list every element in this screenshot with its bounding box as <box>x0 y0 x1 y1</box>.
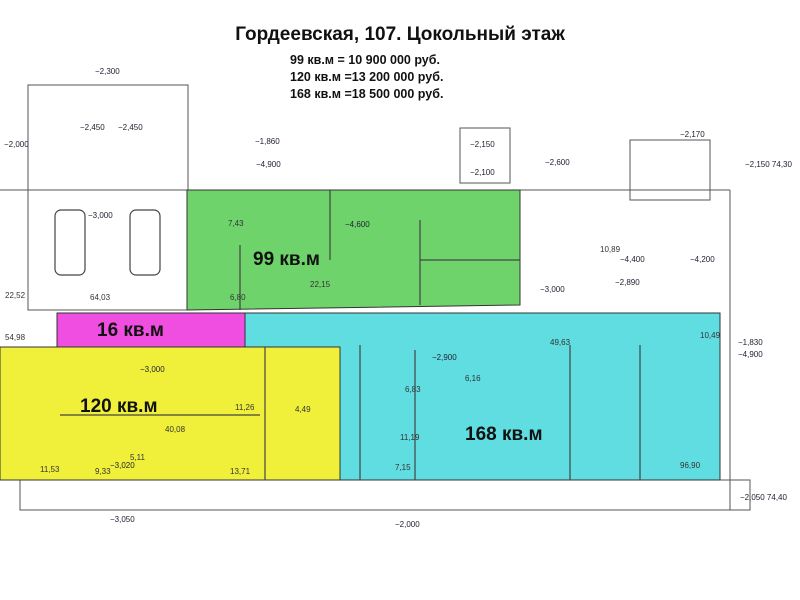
dimension-label: −2,890 <box>615 278 640 287</box>
room-area-label: 11,53 <box>40 465 60 474</box>
room-area-label: 49,63 <box>550 338 571 347</box>
dimension-label: −3,000 <box>540 285 565 294</box>
dimension-label: −2,900 <box>432 353 457 362</box>
zone-99[interactable] <box>186 189 521 311</box>
price-120: 120 кв.м =13 200 000 руб. <box>290 70 444 84</box>
dimension-label: −4,600 <box>345 220 370 229</box>
label-16: 16 кв.м <box>97 320 164 341</box>
label-168: 168 кв.м <box>465 424 543 445</box>
label-99: 99 кв.м <box>253 249 320 270</box>
car-icon <box>129 209 161 276</box>
dimension-labels: −2,300 −2,450 −2,450 −2,000 −1,860 −4,900 −2,1… <box>4 67 792 529</box>
zone-labels: 99 кв.м 16 кв.м 120 кв.м 168 кв.м <box>80 249 543 445</box>
price-168: 168 кв.м =18 500 000 руб. <box>290 87 444 101</box>
room-area-label: 22,52 <box>5 291 26 300</box>
room-area-label: 5,11 <box>130 453 146 462</box>
room-area-label: 22,15 <box>310 280 331 289</box>
dimension-label: −4,200 <box>690 255 715 264</box>
zone-120[interactable] <box>0 346 341 481</box>
label-120: 120 кв.м <box>80 396 158 417</box>
car-icon <box>54 209 86 276</box>
room-area-label: 6,80 <box>230 293 246 302</box>
room-area-label: 64,03 <box>90 293 111 302</box>
dimension-label: −3,000 <box>88 211 113 220</box>
dimension-label: −2,450 <box>118 123 143 132</box>
dimension-label: −2,000 <box>395 520 420 529</box>
dimension-label: −2,170 <box>680 130 705 139</box>
room-area-label: 9,33 <box>95 467 111 476</box>
dimension-label: −4,400 <box>620 255 645 264</box>
room-area-label: 6,16 <box>465 374 481 383</box>
dimension-label: −3,000 <box>140 365 165 374</box>
dimension-label: −2,000 <box>4 140 29 149</box>
dimension-label: −2,100 <box>470 168 495 177</box>
dimension-label: −1,860 <box>255 137 280 146</box>
room-area-label: 11,26 <box>235 403 255 412</box>
price-99: 99 кв.м = 10 900 000 руб. <box>290 53 440 67</box>
room-area-label: 7,15 <box>395 463 411 472</box>
room-area-label: 6,83 <box>405 385 421 394</box>
dimension-label: −3,050 <box>110 515 135 524</box>
area-labels: 64,03 22,52 54,98 7,43 22,15 6,80 10,89 49,63 10… <box>5 219 721 476</box>
room-area-label: 10,89 <box>600 245 621 254</box>
room-area-label: 4,49 <box>295 405 311 414</box>
dimension-label: −2,150 <box>470 140 495 149</box>
dimension-label: −1,830 <box>738 338 763 347</box>
garage-outline <box>27 84 189 311</box>
room-area-label: 96,90 <box>680 461 701 470</box>
dimension-label: −3,020 <box>110 461 135 470</box>
room-area-label: 54,98 <box>5 333 26 342</box>
price-list: 99 кв.м = 10 900 000 руб. 120 кв.м =13 2… <box>290 52 443 103</box>
dimension-label: −2,300 <box>95 67 120 76</box>
dimension-label: −4,900 <box>738 350 763 359</box>
dimension-label: −4,900 <box>256 160 281 169</box>
dimension-label: −2,050 74,40 <box>740 493 787 502</box>
dimension-label: −2,450 <box>80 123 105 132</box>
plan-title: Гордеевская, 107. Цокольный этаж <box>235 24 565 45</box>
room-area-label: 40,08 <box>165 425 186 434</box>
dimension-label: −2,600 <box>545 158 570 167</box>
room-area-label: 7,43 <box>228 219 244 228</box>
room-area-label: 10,49 <box>700 331 721 340</box>
room-area-label: 13,71 <box>230 467 251 476</box>
room-area-label: 11,19 <box>400 433 420 442</box>
dimension-label: −2,150 74,30 <box>745 160 792 169</box>
